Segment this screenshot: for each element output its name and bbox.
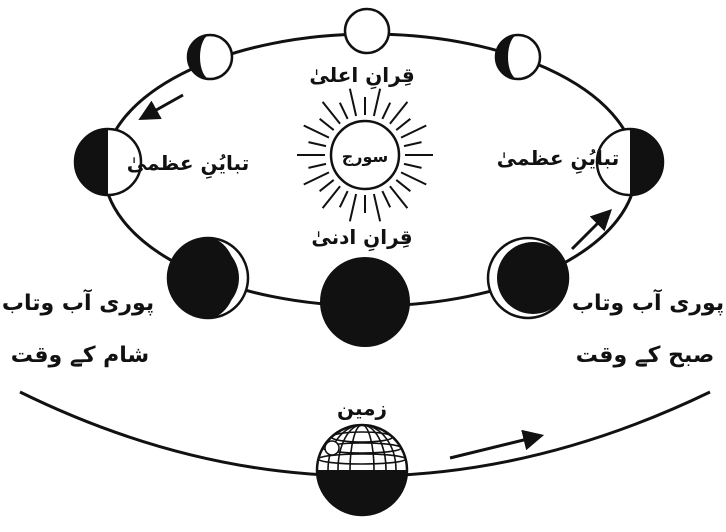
superior-conjunction-label: قِرانِ اعلیٰ (309, 63, 414, 89)
sun-ray (320, 180, 334, 191)
sun-ray (320, 119, 334, 130)
sun-ray (390, 102, 407, 124)
sun-ray (308, 164, 326, 168)
sun-ray (401, 172, 426, 184)
venus-new (321, 258, 409, 346)
sun-ray (304, 172, 329, 184)
earth-label: زمین (337, 396, 387, 420)
brilliancy-morning-line1: پوری آب وتاب (572, 288, 724, 316)
sun-ray (396, 180, 410, 191)
venus-gibbous-right (496, 35, 540, 79)
brilliancy-evening-line1: پوری آب وتاب (2, 288, 154, 316)
sun-ray (350, 89, 356, 116)
brilliancy-morning-line2: صبح کے وقت (576, 343, 714, 368)
sun-ray (308, 142, 326, 146)
sun-ray (340, 191, 348, 207)
sun-ray (374, 89, 380, 116)
sun-label: سورج (342, 147, 389, 166)
sun-ray (374, 194, 380, 221)
sun-ray (396, 119, 410, 130)
sun-ray (304, 125, 329, 137)
venus-crescent-left (167, 238, 248, 318)
sun-ray (401, 125, 426, 137)
sun-ray (382, 191, 390, 207)
brilliancy-evening-line2: شام کے وقت (11, 343, 149, 368)
sun-ray (350, 194, 356, 221)
venus-crescent-right (488, 238, 569, 318)
venus-gibbous-left (188, 35, 232, 79)
sun-ray (382, 103, 390, 119)
sun-ray (390, 186, 407, 208)
sun-ray (404, 142, 422, 146)
sun-ray (340, 103, 348, 119)
greatest-elongation-left-label: تبایُنِ عظمیٰ (127, 151, 249, 179)
venus-full (345, 9, 389, 53)
sun-ray (323, 102, 340, 124)
sun-ray (323, 186, 340, 208)
orbit-arrow-left (142, 95, 183, 118)
sun-ray (404, 164, 422, 168)
earth-direction-arrow (450, 436, 540, 458)
orbit-arrow-right (572, 212, 609, 249)
inferior-conjunction-label: قِرانِ ادنیٰ (311, 225, 412, 251)
sun: سورج (297, 89, 433, 222)
greatest-elongation-right-label: تبایُنِ عظمیٰ (497, 146, 619, 174)
earth (317, 425, 407, 515)
